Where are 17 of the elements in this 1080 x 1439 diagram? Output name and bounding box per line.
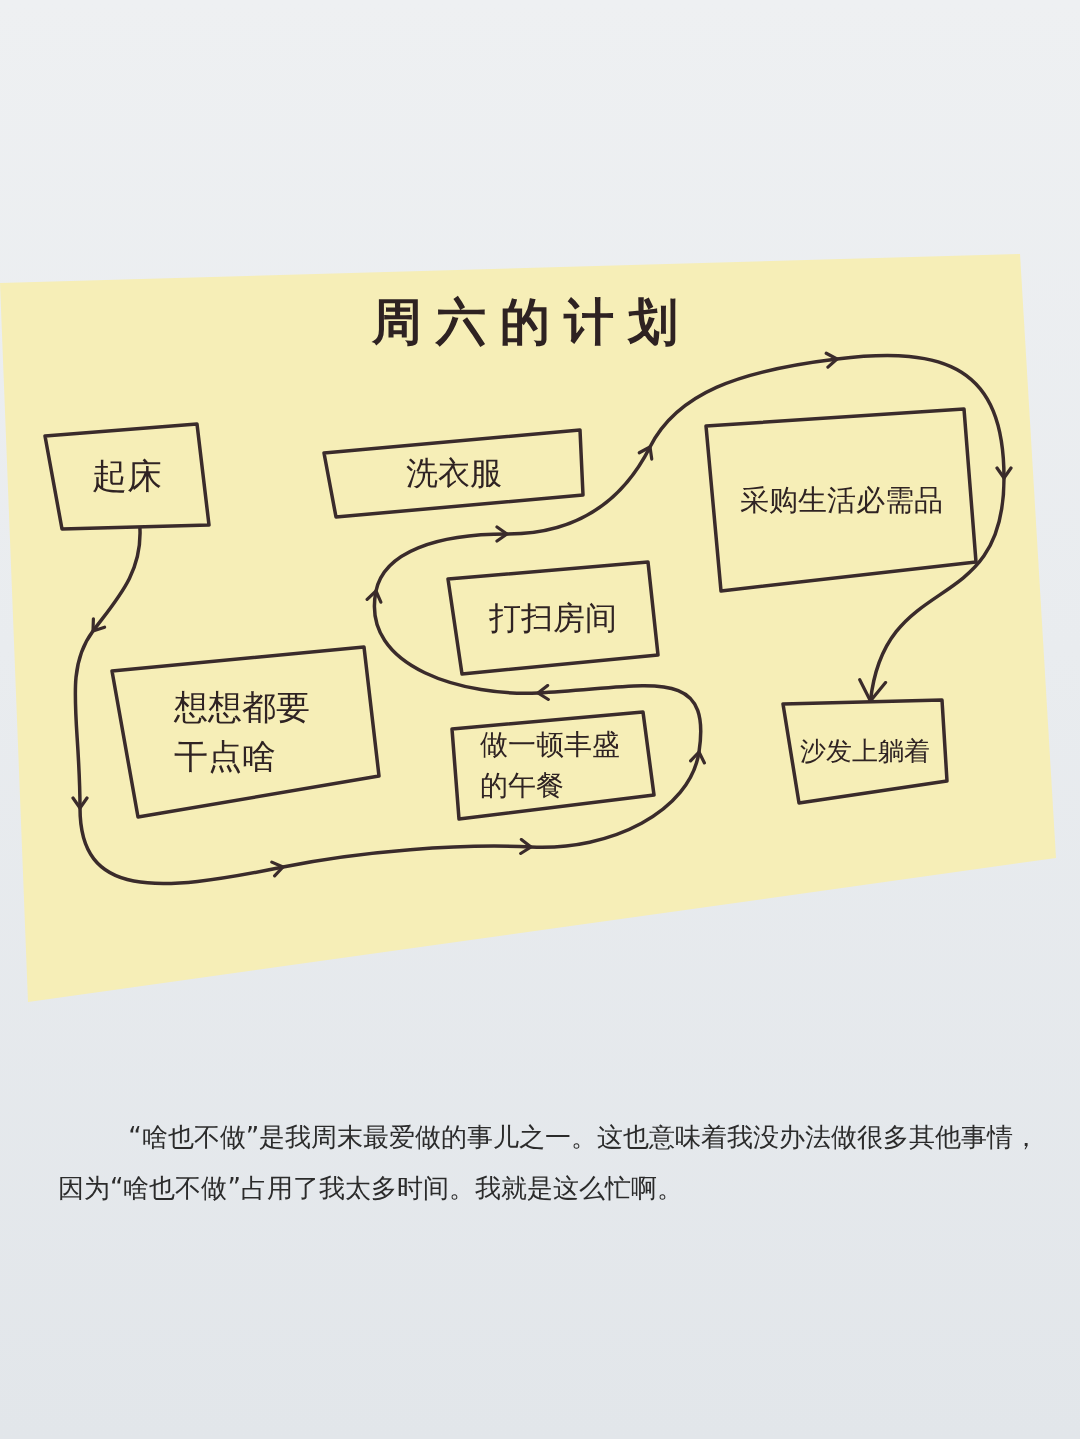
- task-label: 沙发上躺着: [800, 734, 930, 768]
- diagram-title: 周六的计划: [372, 292, 692, 352]
- flow-arrow: [71, 351, 1013, 886]
- task-box: [446, 560, 660, 676]
- task-label: 洗衣服: [405, 453, 502, 495]
- task-box: [781, 698, 949, 805]
- body-paragraph: “啥也不做”是我周末最爱做的事儿之一。这也意味着我没办法做很多其他事情，因为“啥也不做”占用了我太多时间。我就是这么忙啊。: [58, 1121, 1041, 1205]
- task-label: 想想都要干点啥: [174, 685, 312, 778]
- task-box: [322, 428, 585, 519]
- task-box: [450, 710, 656, 821]
- task-label: 采购生活必需品: [739, 481, 943, 519]
- task-label: 起床: [92, 455, 162, 499]
- task-box: [110, 645, 381, 819]
- task-label: 打扫房间: [489, 597, 617, 639]
- task-box: [43, 422, 211, 531]
- task-label: 做一顿丰盛的午餐: [480, 726, 622, 804]
- task-box: [704, 407, 978, 593]
